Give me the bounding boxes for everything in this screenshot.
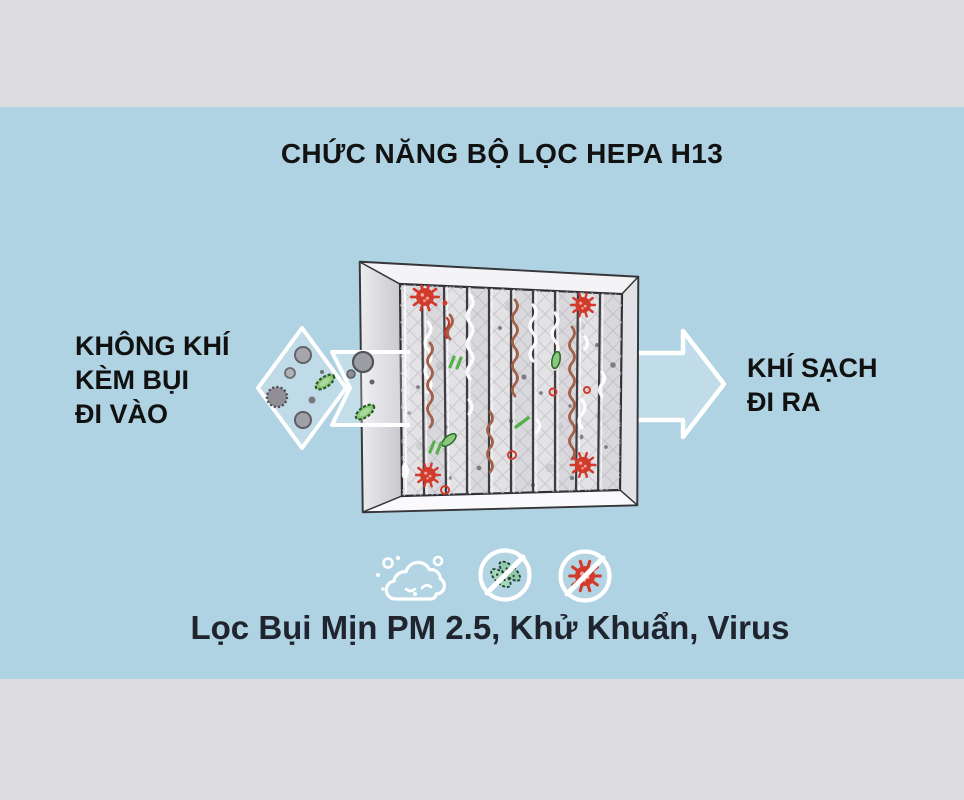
dusty-air-arrow-icon [256,326,410,450]
clean-air-arrow-icon [636,328,727,440]
page-title: CHỨC NĂNG BỘ LỌC HEPA H13 [280,138,724,169]
label-air-in: KHÔNG KHÍ KÈM BỤI ĐI VÀO [75,329,230,431]
label-air-in-line-2: KÈM BỤI [75,365,189,395]
label-air-in-line-1: KHÔNG KHÍ [75,331,230,361]
no-virus-icon [558,549,612,603]
label-air-out-line-2: ĐI RA [747,387,821,417]
dust-cloud-icon [376,555,446,601]
label-air-out-line-1: KHÍ SẠCH [747,353,878,383]
caption-text: Lọc Bụi Mịn PM 2.5, Khử Khuẩn, Virus [190,609,790,646]
hepa-filter-illustration [358,260,640,514]
label-air-in-line-3: ĐI VÀO [75,399,169,429]
label-air-out: KHÍ SẠCH ĐI RA [747,351,878,419]
blue-panel: CHỨC NĂNG BỘ LỌC HEPA H13 KHÔNG KHÍ KÈM … [0,107,964,679]
no-bacteria-icon [478,548,532,602]
